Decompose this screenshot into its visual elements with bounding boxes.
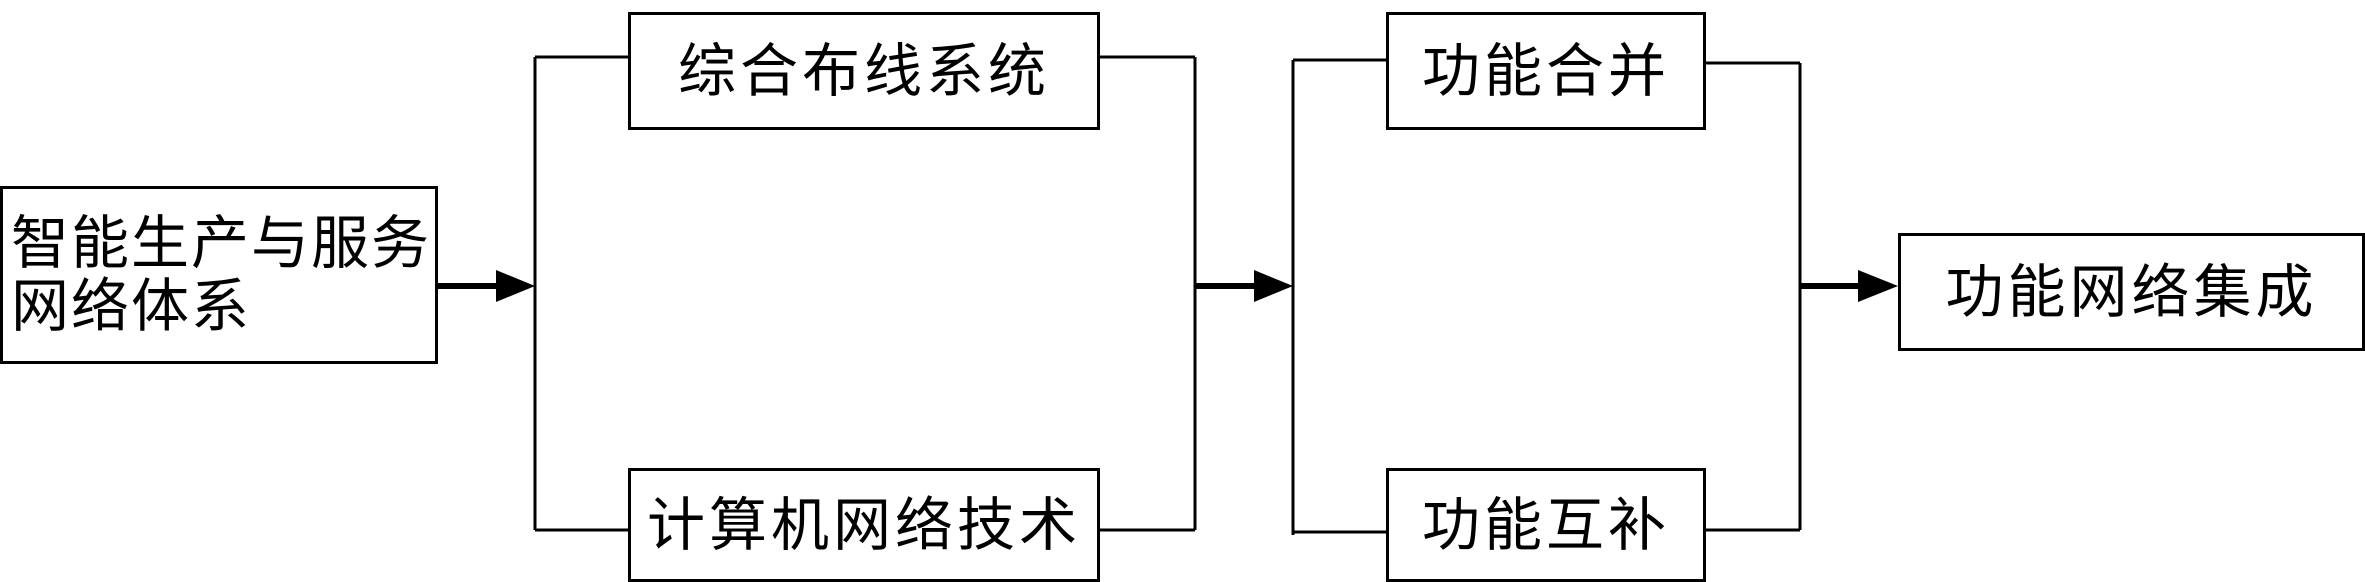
function-complement-label: 功能互补 xyxy=(1421,491,1670,559)
integrated-wiring-label: 综合布线系统 xyxy=(677,37,1050,105)
network-integration-label: 功能网络集成 xyxy=(1945,258,2318,326)
function-complement-box: 功能互补 xyxy=(1386,468,1706,582)
arrow-3-head xyxy=(1858,270,1898,302)
integrated-wiring-box: 综合布线系统 xyxy=(628,12,1100,130)
function-merge-label: 功能合并 xyxy=(1421,37,1670,105)
computer-network-label: 计算机网络技术 xyxy=(646,491,1081,559)
source-system-line1: 智能生产与服务 xyxy=(11,209,432,278)
function-merge-box: 功能合并 xyxy=(1386,12,1706,130)
arrow-1-head xyxy=(496,270,535,302)
source-system-line2: 网络体系 xyxy=(11,272,252,340)
source-system-box: 智能生产与服务 网络体系 xyxy=(0,186,438,364)
computer-network-box: 计算机网络技术 xyxy=(628,468,1100,582)
network-integration-box: 功能网络集成 xyxy=(1898,233,2365,351)
arrow-2-head xyxy=(1254,270,1293,302)
